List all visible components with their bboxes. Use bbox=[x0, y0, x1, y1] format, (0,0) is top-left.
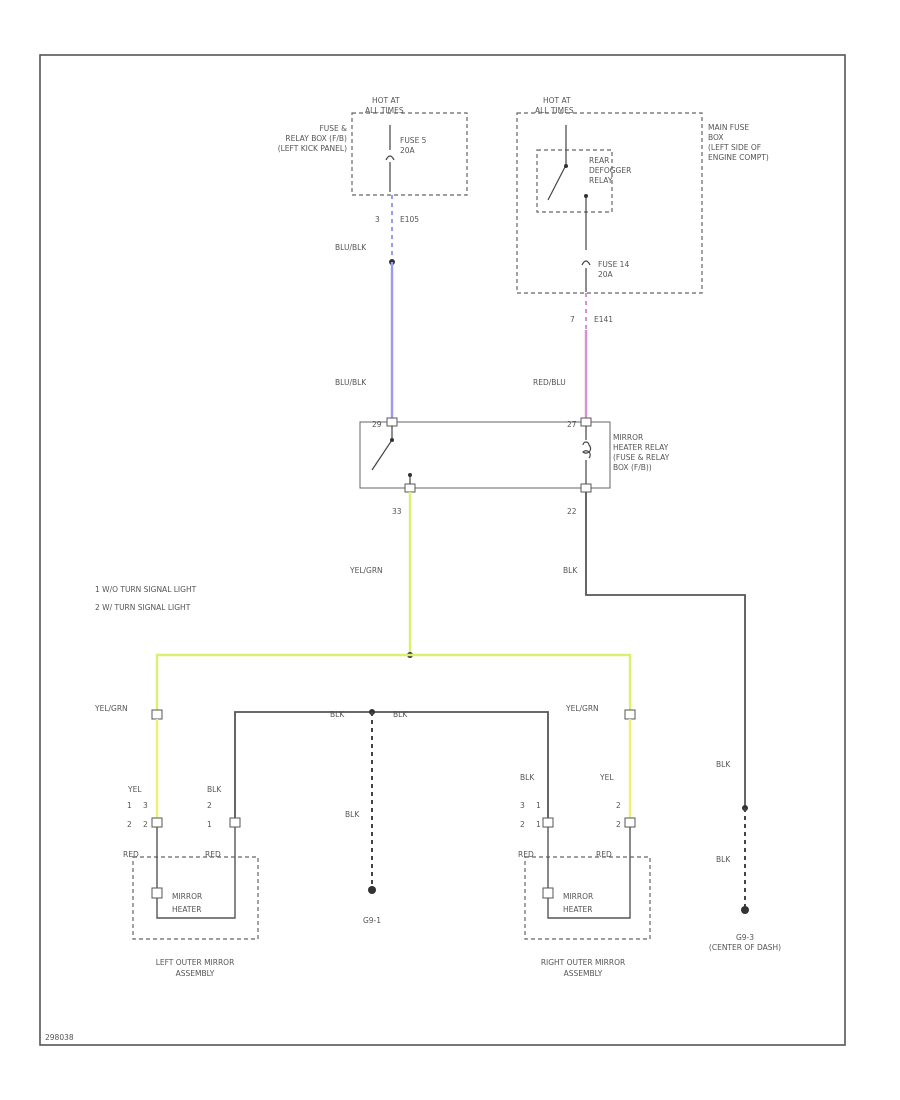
legend-item: 1 W/O TURN SIGNAL LIGHT bbox=[95, 585, 197, 594]
wire-label: RED bbox=[123, 850, 139, 859]
ground-label: G9-1 bbox=[363, 916, 381, 925]
pin-number: 2 bbox=[616, 801, 621, 810]
pin-number: 3 bbox=[520, 801, 525, 810]
relay-label: BOX (F/B)) bbox=[613, 463, 652, 472]
wire-label: YEL/GRN bbox=[565, 704, 599, 713]
wire-label: BLK bbox=[330, 710, 345, 719]
diagram-frame bbox=[39, 54, 846, 1046]
box-location: (LEFT SIDE OF bbox=[708, 143, 761, 152]
box-location: BOX bbox=[708, 133, 724, 142]
wire-yel-grn-bus bbox=[155, 653, 632, 712]
box-location: MAIN FUSE bbox=[708, 123, 749, 132]
heater-label: HEATER bbox=[563, 905, 592, 914]
pin-number: 3 bbox=[143, 801, 148, 810]
fuse-relay-box: HOT AT ALL TIMES FUSE & RELAY BOX (F/B) … bbox=[278, 96, 468, 224]
wire-label: YEL/GRN bbox=[349, 566, 383, 575]
component-name: LEFT OUTER MIRROR bbox=[156, 958, 235, 967]
relay-switch-symbol bbox=[547, 125, 587, 250]
pin-number: 3 bbox=[375, 215, 380, 224]
wire-label: BLU/BLK bbox=[335, 378, 367, 387]
pin-number: 2 bbox=[207, 801, 212, 810]
pin-number: 7 bbox=[570, 315, 575, 324]
fuse-rating: 20A bbox=[400, 146, 416, 155]
wire-label: RED/BLU bbox=[533, 378, 566, 387]
box-location: ENGINE COMPT) bbox=[708, 153, 769, 162]
main-fuse-box: HOT AT ALL TIMES MAIN FUSE BOX (LEFT SID… bbox=[516, 96, 769, 324]
right-outer-mirror: BLK YEL 3 1 2 2 1 2 RED RED MIRROR HEATE… bbox=[518, 773, 651, 978]
relay-label: HEATER RELAY bbox=[613, 443, 669, 452]
wire-label: RED bbox=[596, 850, 612, 859]
fuse-label: FUSE 14 bbox=[598, 260, 629, 269]
pin-number: 2 bbox=[127, 820, 132, 829]
pin-number: 22 bbox=[567, 507, 577, 516]
wire-label: BLK bbox=[207, 785, 222, 794]
pin-number: 1 bbox=[536, 801, 541, 810]
wire-label: YEL/GRN bbox=[94, 704, 128, 713]
wire-label: BLU/BLK bbox=[335, 243, 367, 252]
component-name: ASSEMBLY bbox=[564, 969, 603, 978]
wire-label: RED bbox=[205, 850, 221, 859]
hot-label: HOT AT bbox=[543, 96, 571, 105]
figure-id: 298038 bbox=[45, 1033, 74, 1042]
pin-number: 1 bbox=[127, 801, 132, 810]
fuse-symbol bbox=[581, 260, 591, 292]
component-name: ASSEMBLY bbox=[176, 969, 215, 978]
ground-label: G9-3 bbox=[736, 933, 754, 942]
wire-label: YEL bbox=[127, 785, 142, 794]
relay-label: DEFOGGER bbox=[589, 166, 631, 175]
wire-label: RED bbox=[518, 850, 534, 859]
ground-point bbox=[741, 906, 749, 914]
connector-id: E141 bbox=[594, 315, 613, 324]
relay-label: REAR bbox=[589, 156, 609, 165]
hot-label: ALL TIMES bbox=[535, 106, 574, 115]
hot-label: HOT AT bbox=[372, 96, 400, 105]
hot-label: ALL TIMES bbox=[365, 106, 404, 115]
wire-label: BLK bbox=[393, 710, 408, 719]
fuse-label: FUSE 5 bbox=[400, 136, 427, 145]
relay-label: RELAY bbox=[589, 176, 613, 185]
pin-number: 2 bbox=[616, 820, 621, 829]
relay-switch-symbol bbox=[371, 426, 393, 471]
relay-label: MIRROR bbox=[613, 433, 643, 442]
ground-point bbox=[368, 886, 376, 894]
pin-number: 1 bbox=[207, 820, 212, 829]
left-outer-mirror: YEL BLK 1 3 2 2 2 1 RED RED MIRROR HEATE… bbox=[123, 785, 259, 978]
wire-blk-mirror-ground bbox=[234, 711, 549, 818]
box-location: FUSE & bbox=[319, 124, 347, 133]
wire-label: BLK bbox=[716, 855, 731, 864]
box-location: RELAY BOX (F/B) bbox=[285, 134, 347, 143]
pin-number: 1 bbox=[536, 820, 541, 829]
pin-number: 33 bbox=[392, 507, 402, 516]
connector-id: E105 bbox=[400, 215, 419, 224]
pin-number: 2 bbox=[143, 820, 148, 829]
mirror-heater-relay: 29 27 MIRROR HEATER RELAY (FUSE & RELAY … bbox=[359, 417, 670, 516]
heater-label: MIRROR bbox=[172, 892, 202, 901]
fuse-symbol bbox=[385, 125, 395, 192]
component-name: RIGHT OUTER MIRROR bbox=[541, 958, 625, 967]
pin-number: 27 bbox=[567, 420, 577, 429]
box-location: (LEFT KICK PANEL) bbox=[278, 144, 347, 153]
legend-item: 2 W/ TURN SIGNAL LIGHT bbox=[95, 603, 191, 612]
heater-label: HEATER bbox=[172, 905, 201, 914]
wire-label: BLK bbox=[563, 566, 578, 575]
ground-label: (CENTER OF DASH) bbox=[709, 943, 781, 952]
relay-label: (FUSE & RELAY bbox=[613, 453, 670, 462]
legend: 1 W/O TURN SIGNAL LIGHT 2 W/ TURN SIGNAL… bbox=[95, 585, 197, 612]
heater-label: MIRROR bbox=[563, 892, 593, 901]
relay-coil-symbol bbox=[582, 426, 592, 484]
pin-number: 2 bbox=[520, 820, 525, 829]
wire-label: BLK bbox=[716, 760, 731, 769]
wire-label: BLK bbox=[345, 810, 360, 819]
fuse-rating: 20A bbox=[598, 270, 614, 279]
wire-label: YEL bbox=[599, 773, 614, 782]
wire-label: BLK bbox=[520, 773, 535, 782]
wire-blk-relay-ground bbox=[585, 492, 746, 808]
pin-number: 29 bbox=[372, 420, 382, 429]
